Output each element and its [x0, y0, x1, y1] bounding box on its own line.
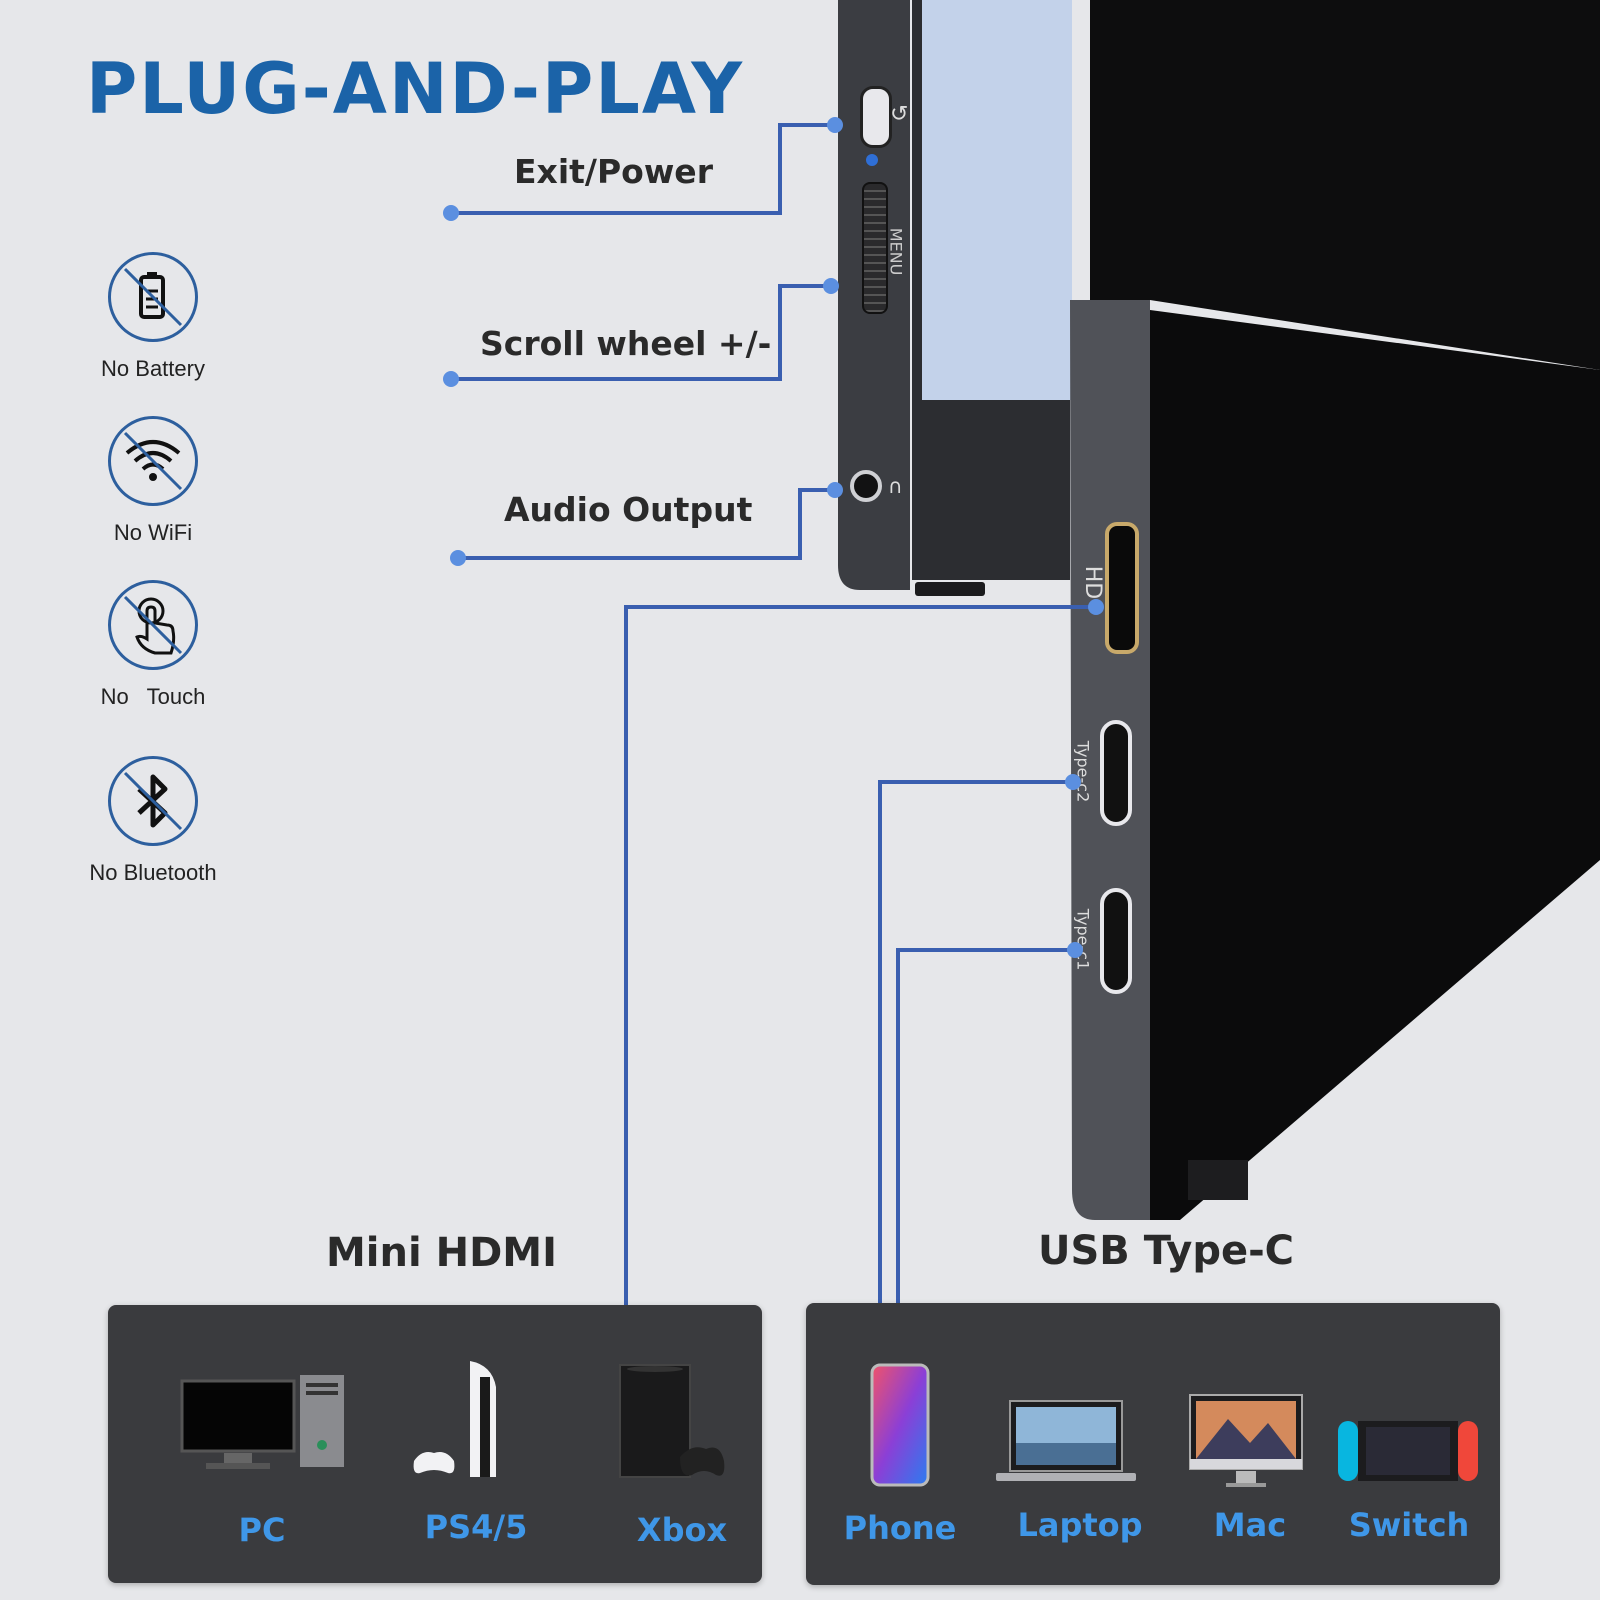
feature-label: No Touch [100, 684, 206, 709]
feature-no-wifi: No WiFi [73, 416, 233, 546]
page-title: PLUG-AND-PLAY [86, 48, 745, 130]
xbox-icon [619, 1364, 725, 1478]
touch-icon [108, 580, 198, 670]
power-led [866, 154, 878, 166]
mini-hdmi-panel: PC PS4/5 Xbox [108, 1305, 762, 1583]
feature-no-touch: No Touch [73, 580, 233, 710]
feature-no-battery: No Battery [73, 252, 233, 382]
device-label-mac: Mac [1213, 1506, 1287, 1544]
typec1-port[interactable] [1100, 888, 1132, 994]
power-icon: ↺ [890, 102, 909, 127]
scroll-wheel-label: Scroll wheel +/- [480, 324, 772, 363]
feature-label: No Battery [101, 356, 205, 381]
feature-label: No WiFi [113, 520, 193, 545]
hdmi-label: HD [1080, 565, 1106, 600]
menu-label: MENU [886, 227, 906, 276]
usb-typec-title: USB Type-C [1038, 1228, 1295, 1274]
pc-icon [180, 1375, 344, 1469]
feature-no-bluetooth: No Bluetooth [73, 756, 233, 886]
mini-hdmi-title: Mini HDMI [326, 1230, 557, 1276]
ps5-icon [413, 1361, 496, 1477]
wifi-icon [108, 416, 198, 506]
device-label-switch: Switch [1348, 1506, 1470, 1544]
exit-power-label: Exit/Power [514, 152, 713, 191]
device-label-pc: PC [238, 1511, 286, 1549]
laptop-icon [996, 1400, 1136, 1481]
bluetooth-icon [108, 756, 198, 846]
device-label-xbox: Xbox [636, 1511, 728, 1549]
hdmi-port[interactable] [1105, 522, 1139, 654]
device-label-ps: PS4/5 [424, 1508, 528, 1546]
typec2-port[interactable] [1100, 720, 1132, 826]
typec1-label: Type-c1 [1073, 908, 1093, 971]
typec2-label: Type-c2 [1073, 740, 1093, 803]
device-label-laptop: Laptop [1017, 1506, 1143, 1544]
usb-typec-panel: Phone Laptop Mac Switch [806, 1303, 1500, 1585]
power-button[interactable] [860, 86, 892, 148]
device-label-phone: Phone [843, 1509, 957, 1547]
scroll-wheel[interactable] [862, 182, 888, 314]
headphone-icon: ∩ [888, 474, 903, 498]
switch-icon [1338, 1421, 1478, 1481]
phone-icon [870, 1363, 930, 1487]
audio-output-label: Audio Output [504, 490, 753, 529]
feature-label: No Bluetooth [89, 860, 217, 885]
audio-jack[interactable] [850, 470, 882, 502]
mac-icon [1189, 1394, 1303, 1487]
battery-icon [108, 252, 198, 342]
